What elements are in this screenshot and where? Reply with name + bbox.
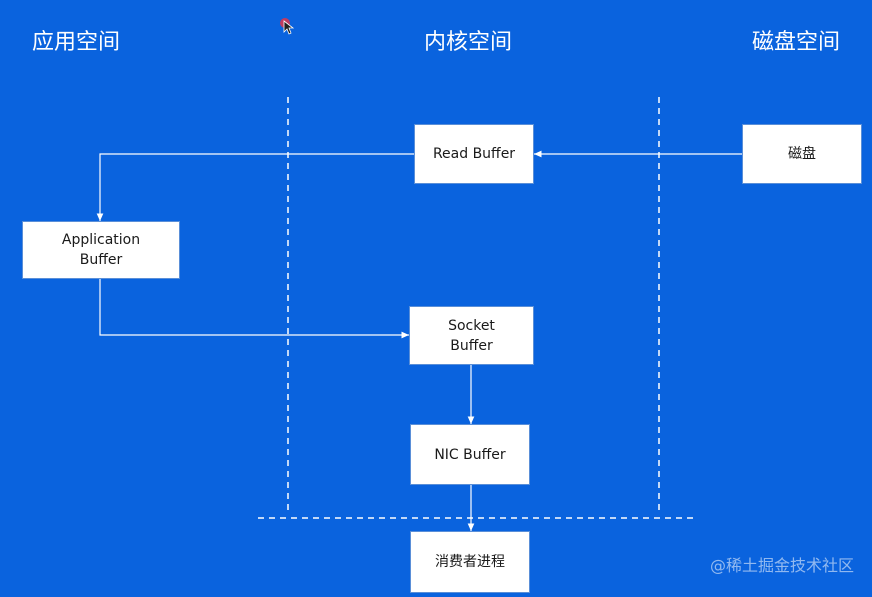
arrow-application-buffer-to-socket-buffer <box>99 279 409 339</box>
node-socket-buffer-label: Socket Buffer <box>448 317 495 354</box>
node-read-buffer: Read Buffer <box>414 124 534 184</box>
region-title-app-space: 应用空间 <box>32 30 121 55</box>
watermark: @稀土掘金技术社区 <box>709 556 854 575</box>
node-disk-label: 磁盘 <box>788 146 816 162</box>
node-read-buffer-label: Read Buffer <box>432 146 516 162</box>
node-nic-buffer-label: NIC Buffer <box>434 446 506 463</box>
node-disk: 磁盘 <box>742 124 862 184</box>
region-title-disk-space: 磁盘空间 <box>752 30 841 55</box>
node-socket-buffer: Socket Buffer <box>409 306 534 365</box>
node-application-buffer-label: Application Buffer <box>61 232 141 268</box>
node-consumer-process: 消费者进程 <box>410 531 530 593</box>
mouse-cursor-icon <box>280 18 295 35</box>
node-nic-buffer: NIC Buffer <box>410 424 530 485</box>
node-consumer-process-label: 消费者进程 <box>435 554 505 570</box>
node-application-buffer: Application Buffer <box>22 221 180 279</box>
arrow-read-buffer-to-application-buffer <box>96 153 414 221</box>
region-title-kernel-space: 内核空间 <box>424 30 513 55</box>
